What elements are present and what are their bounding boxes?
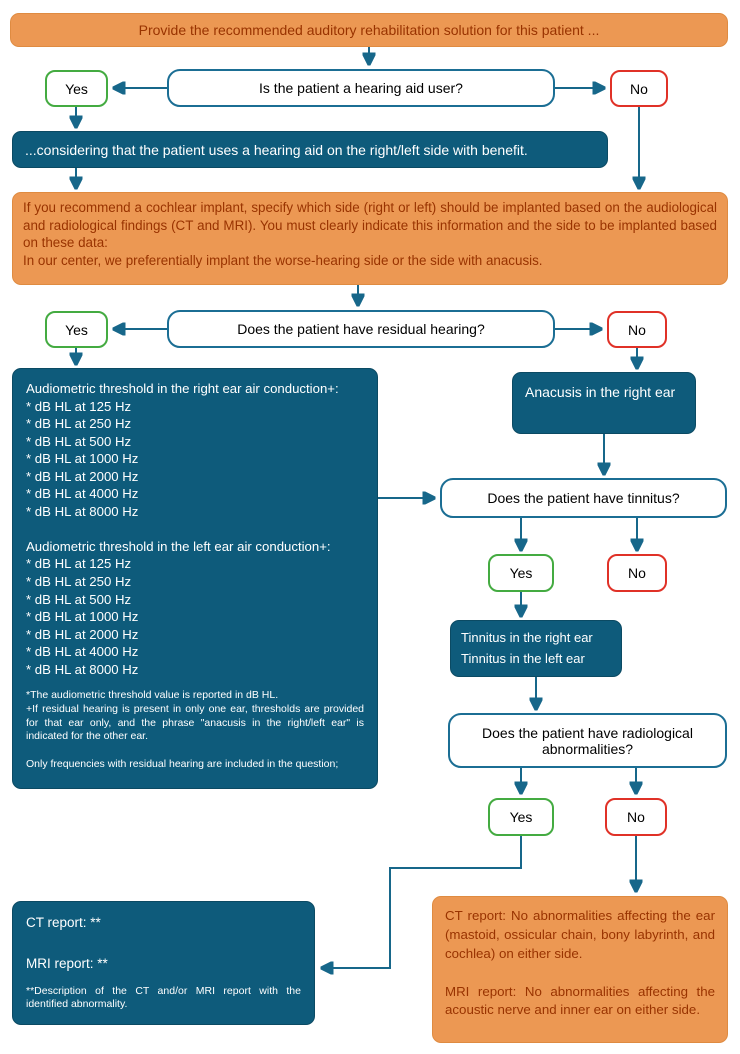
question-tinnitus: Does the patient have tinnitus? bbox=[440, 478, 727, 518]
tinnitus-box: Tinnitus in the right ear Tinnitus in th… bbox=[450, 620, 622, 677]
no-hearing-aid-user: No bbox=[610, 70, 668, 107]
question-radiological-abnormalities: Does the patient have radiological abnor… bbox=[448, 713, 727, 768]
ct-mri-normal-report-box: CT report: No abnormalities affecting th… bbox=[432, 896, 728, 1043]
cochlear-implant-instruction: If you recommend a cochlear implant, spe… bbox=[12, 192, 728, 285]
anacusis-box: Anacusis in the right ear bbox=[512, 372, 696, 434]
hearing-aid-benefit-note: ...considering that the patient uses a h… bbox=[12, 131, 608, 168]
prompt-box: Provide the recommended auditory rehabil… bbox=[10, 13, 728, 47]
no-tinnitus: No bbox=[607, 554, 667, 592]
yes-radiological: Yes bbox=[488, 798, 554, 836]
ct-mri-abnormal-report-text: CT report: ** MRI report: ** bbox=[26, 915, 108, 971]
no-residual-hearing: No bbox=[607, 311, 667, 348]
audiometric-thresholds-text: Audiometric threshold in the right ear a… bbox=[26, 381, 339, 677]
audiometric-thresholds-box: Audiometric threshold in the right ear a… bbox=[12, 368, 378, 789]
yes-residual-hearing: Yes bbox=[45, 311, 108, 348]
yes-hearing-aid-user: Yes bbox=[45, 70, 108, 107]
ct-mri-abnormal-report-box: CT report: ** MRI report: ** **Descripti… bbox=[12, 901, 315, 1025]
question-residual-hearing: Does the patient have residual hearing? bbox=[167, 310, 555, 348]
yes-tinnitus: Yes bbox=[488, 554, 554, 592]
question-hearing-aid-user: Is the patient a hearing aid user? bbox=[167, 69, 555, 107]
no-radiological: No bbox=[605, 798, 667, 836]
ct-mri-abnormal-report-footnote: **Description of the CT and/or MRI repor… bbox=[26, 984, 301, 1011]
audiometric-footnote: *The audiometric threshold value is repo… bbox=[26, 689, 364, 770]
